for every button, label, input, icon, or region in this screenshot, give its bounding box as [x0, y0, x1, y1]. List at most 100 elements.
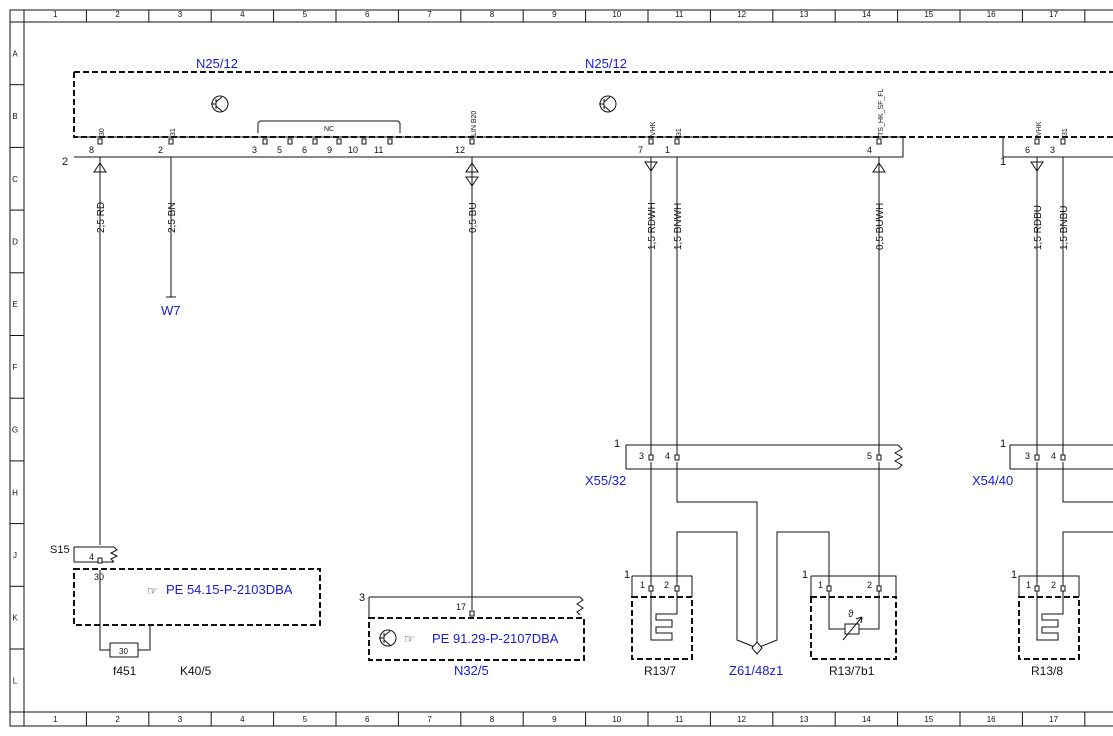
- n25-12-control-unit: [73, 71, 1113, 158]
- pin-11: 11: [374, 145, 383, 155]
- grid-row-label: B: [12, 112, 17, 121]
- x54-pin-4: 4: [1051, 451, 1056, 461]
- wire-1-5-rdwh: 1,5 RDWH: [647, 202, 658, 250]
- grid-column-label: 6: [365, 10, 370, 19]
- r13-8-pin-1: 1: [1026, 580, 1031, 590]
- x55-32-connector: [625, 444, 904, 470]
- grid-column-label: 7: [427, 10, 432, 19]
- grid-column-label: 5: [303, 715, 308, 724]
- grid-column-label: 8: [490, 10, 495, 19]
- hand-pointer-icon: ☞: [147, 584, 158, 598]
- connector-2-label: 2: [62, 156, 68, 168]
- grid-column-label: 1: [53, 715, 58, 724]
- r13-7b1-sensor: [810, 575, 897, 660]
- r13-8-heater: [1018, 575, 1080, 660]
- grid-column-label: 12: [737, 10, 746, 19]
- grid-row-label: E: [12, 300, 17, 309]
- r13-7b1-label: R13/7b1: [829, 664, 875, 678]
- pin-7: 7: [638, 145, 643, 155]
- pin-4: 4: [867, 145, 872, 155]
- direction-arrows: [93, 161, 1044, 187]
- x54-40-num: 1: [1000, 438, 1006, 450]
- n32-5-num: 3: [359, 592, 365, 604]
- x54-40-label: X54/40: [972, 473, 1013, 488]
- pin-5: 5: [277, 145, 282, 155]
- grid-row-label: C: [12, 175, 18, 184]
- grid-column-label: 7: [427, 715, 432, 724]
- grid-column-label: 15: [924, 10, 933, 19]
- grid-column-label: 11: [675, 10, 684, 19]
- x54-40-connector: [1009, 444, 1113, 470]
- pe-91-reference[interactable]: PE 91.29-P-2107DBA: [432, 631, 559, 646]
- wire-1-5-bnwh: 1,5 BNWH: [673, 203, 684, 250]
- r13-7-num: 1: [624, 569, 630, 581]
- wires: [99, 157, 1113, 649]
- pin-3-right: 3: [1050, 145, 1055, 155]
- n32-5-unit: [368, 596, 585, 661]
- grid-row-label: H: [12, 488, 18, 497]
- grid-column-label: 11: [675, 715, 684, 724]
- splice-diamond: [751, 641, 763, 655]
- pin-2: 2: [158, 145, 163, 155]
- nc-bracket: [257, 120, 401, 133]
- grid-column-label: 9: [552, 10, 557, 19]
- r13-7-heater: [631, 575, 693, 660]
- grid-column-label: 16: [987, 715, 996, 724]
- grid-column-label: 13: [800, 715, 809, 724]
- grid-column-label: 14: [862, 10, 871, 19]
- wire-0-5-bu: 0,5 BU: [468, 202, 479, 233]
- r13-7-pin-2: 2: [664, 580, 669, 590]
- grid-column-label: 16: [987, 10, 996, 19]
- grid-column-labels: 1122334455667788991010111112121313141415…: [53, 10, 1086, 726]
- signal-31-right: 31: [1062, 128, 1069, 136]
- wire-1-5-bnbu: 1,5 BNBU: [1059, 206, 1070, 250]
- pe-54-reference[interactable]: PE 54.15-P-2103DBA: [166, 582, 293, 597]
- grid-column-label: 4: [240, 715, 245, 724]
- x55-32-num: 1: [614, 438, 620, 450]
- grid-column-label: 3: [178, 715, 183, 724]
- connector-1-label: 1: [1000, 156, 1006, 168]
- n32-pin-17: 17: [456, 602, 466, 612]
- k40-5-relay-box: [73, 568, 321, 658]
- r13-7b1-num: 1: [802, 569, 808, 581]
- wire-0-5-buwh: 0,5 BUWH: [875, 203, 886, 250]
- k40-5-label: K40/5: [180, 664, 212, 678]
- signal-31: 31: [170, 128, 177, 136]
- s15-pin-4: 4: [89, 552, 94, 562]
- grid-column-label: 13: [800, 10, 809, 19]
- n32-5-label: N32/5: [454, 663, 489, 678]
- grid-row-label: G: [12, 426, 18, 435]
- pin-terminals: [97, 138, 1066, 145]
- grid-column-label: 2: [115, 715, 120, 724]
- grid-column-label: 17: [1049, 715, 1058, 724]
- pin-6-right: 6: [1025, 145, 1030, 155]
- r13-7b1-pin-2: 2: [867, 580, 872, 590]
- grid-column-label: 12: [737, 715, 746, 724]
- signal-ts-hk-sf-fl: TS_HK_SF_FL: [878, 88, 885, 136]
- signal-lin-b20: LIN B20: [471, 111, 478, 136]
- pin-8: 8: [89, 145, 94, 155]
- grid-column-label: 1: [53, 10, 58, 19]
- n25-12-label-right: N25/12: [585, 56, 627, 71]
- grid-row-label: A: [12, 49, 18, 58]
- signal-30: 30: [99, 128, 106, 136]
- x55-pin-5: 5: [867, 451, 872, 461]
- r13-8-pin-2: 2: [1051, 580, 1056, 590]
- diagram-frame: [9, 9, 1113, 727]
- wire-2-5-rd: 2,5 RD: [96, 202, 107, 233]
- wire-2-5-bn: 2,5 BN: [167, 202, 178, 233]
- x55-pin-4: 4: [665, 451, 670, 461]
- grid-column-label: 3: [178, 10, 183, 19]
- grid-column-label: 9: [552, 715, 557, 724]
- grid-row-label: L: [13, 676, 18, 685]
- signal-31-b: 31: [676, 128, 683, 136]
- z61-48z1-label: Z61/48z1: [729, 663, 783, 678]
- pin-9: 9: [327, 145, 332, 155]
- grid-column-label: 14: [862, 715, 871, 724]
- theta-symbol: ϑ: [848, 609, 854, 620]
- r13-7b1-pin-1: 1: [818, 580, 823, 590]
- r13-8-label: R13/8: [1031, 664, 1063, 678]
- grid-column-label: 8: [490, 715, 495, 724]
